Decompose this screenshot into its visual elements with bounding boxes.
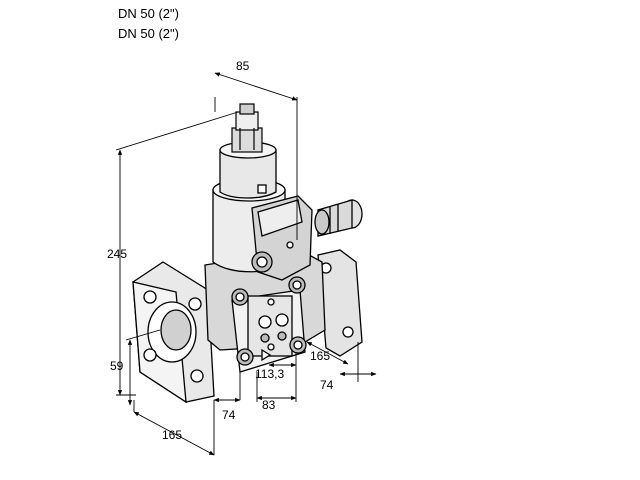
header-line-2: DN 50 (2") <box>118 26 179 41</box>
dim-offset-right-label: 74 <box>320 378 334 392</box>
dim-height-total-label: 245 <box>107 247 127 261</box>
dim-center-offset-label: 113,3 <box>255 367 284 381</box>
right-flange <box>317 249 363 357</box>
header-line-1: DN 50 (2") <box>118 6 179 21</box>
top-connector <box>231 103 263 153</box>
cable-gland <box>314 199 363 237</box>
terminal-box <box>251 195 313 281</box>
dim-flange-width-label: 165 <box>162 428 182 442</box>
dim-offset-left-label: 74 <box>222 408 236 422</box>
dim-height-axis-label: 59 <box>110 359 124 373</box>
dim-body-depth-label: 83 <box>262 398 276 412</box>
dimension-lines <box>115 72 377 456</box>
dim-side-flange-label: 165 <box>310 349 330 363</box>
dim-top-width-label: 85 <box>236 59 250 73</box>
left-flange <box>132 261 215 404</box>
